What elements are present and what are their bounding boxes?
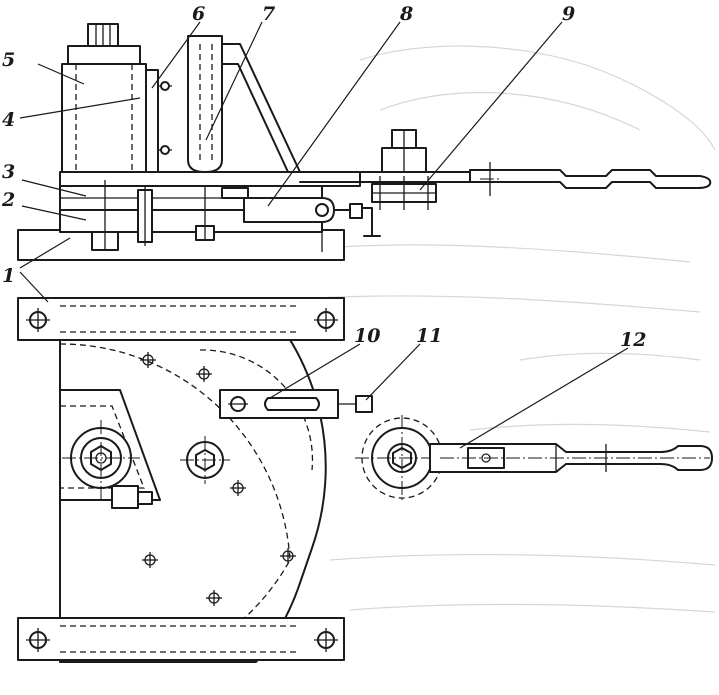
elevation-view	[17, 23, 712, 261]
callout-3: 3	[2, 161, 15, 183]
leader-3	[21, 179, 87, 197]
leader-2	[21, 205, 87, 221]
callout-5: 5	[2, 49, 15, 71]
background-show-through	[279, 45, 716, 613]
callout-9: 9	[562, 3, 575, 25]
triangular-rib	[221, 43, 301, 173]
coil-cap	[67, 45, 141, 65]
clamp-bar-bottom	[17, 617, 345, 661]
side-plate	[145, 69, 159, 173]
leader-10	[269, 343, 361, 399]
callout-11: 11	[416, 325, 442, 347]
small-block	[111, 485, 139, 509]
angle-bracket	[59, 389, 161, 501]
through-bolts	[91, 180, 249, 251]
callout-8: 8	[399, 3, 413, 25]
leader-9	[419, 21, 563, 191]
clamp-bar-top	[17, 297, 345, 341]
leader-5	[37, 63, 85, 85]
secondary-pivot	[180, 436, 230, 484]
holes	[140, 352, 296, 606]
adjust-screw-plan	[355, 395, 373, 413]
base-plate	[17, 229, 345, 261]
sector-arc-dashed	[59, 343, 291, 651]
leader-1b	[19, 271, 49, 303]
leader-12	[459, 347, 629, 449]
callout-12: 12	[620, 329, 646, 351]
leader-1a	[19, 237, 71, 269]
callout-1: 1	[2, 265, 15, 287]
upright-arm	[187, 35, 223, 173]
adjust-screw	[349, 203, 363, 219]
callout-6: 6	[192, 3, 205, 25]
leader-lines	[19, 21, 629, 449]
main-pivot	[62, 420, 140, 500]
callout-numbers: 1 2 3 4 5 6 7 8 9 10 11 12	[1, 3, 646, 351]
leader-11	[365, 343, 421, 401]
callout-2: 2	[1, 189, 15, 211]
callout-7: 7	[262, 3, 275, 25]
leader-8	[267, 21, 401, 207]
leader-4	[19, 97, 141, 119]
leader-6	[151, 21, 201, 89]
callout-4: 4	[2, 109, 15, 131]
leader-7	[205, 21, 263, 141]
callout-10: 10	[354, 325, 380, 347]
plan-view	[17, 297, 713, 663]
